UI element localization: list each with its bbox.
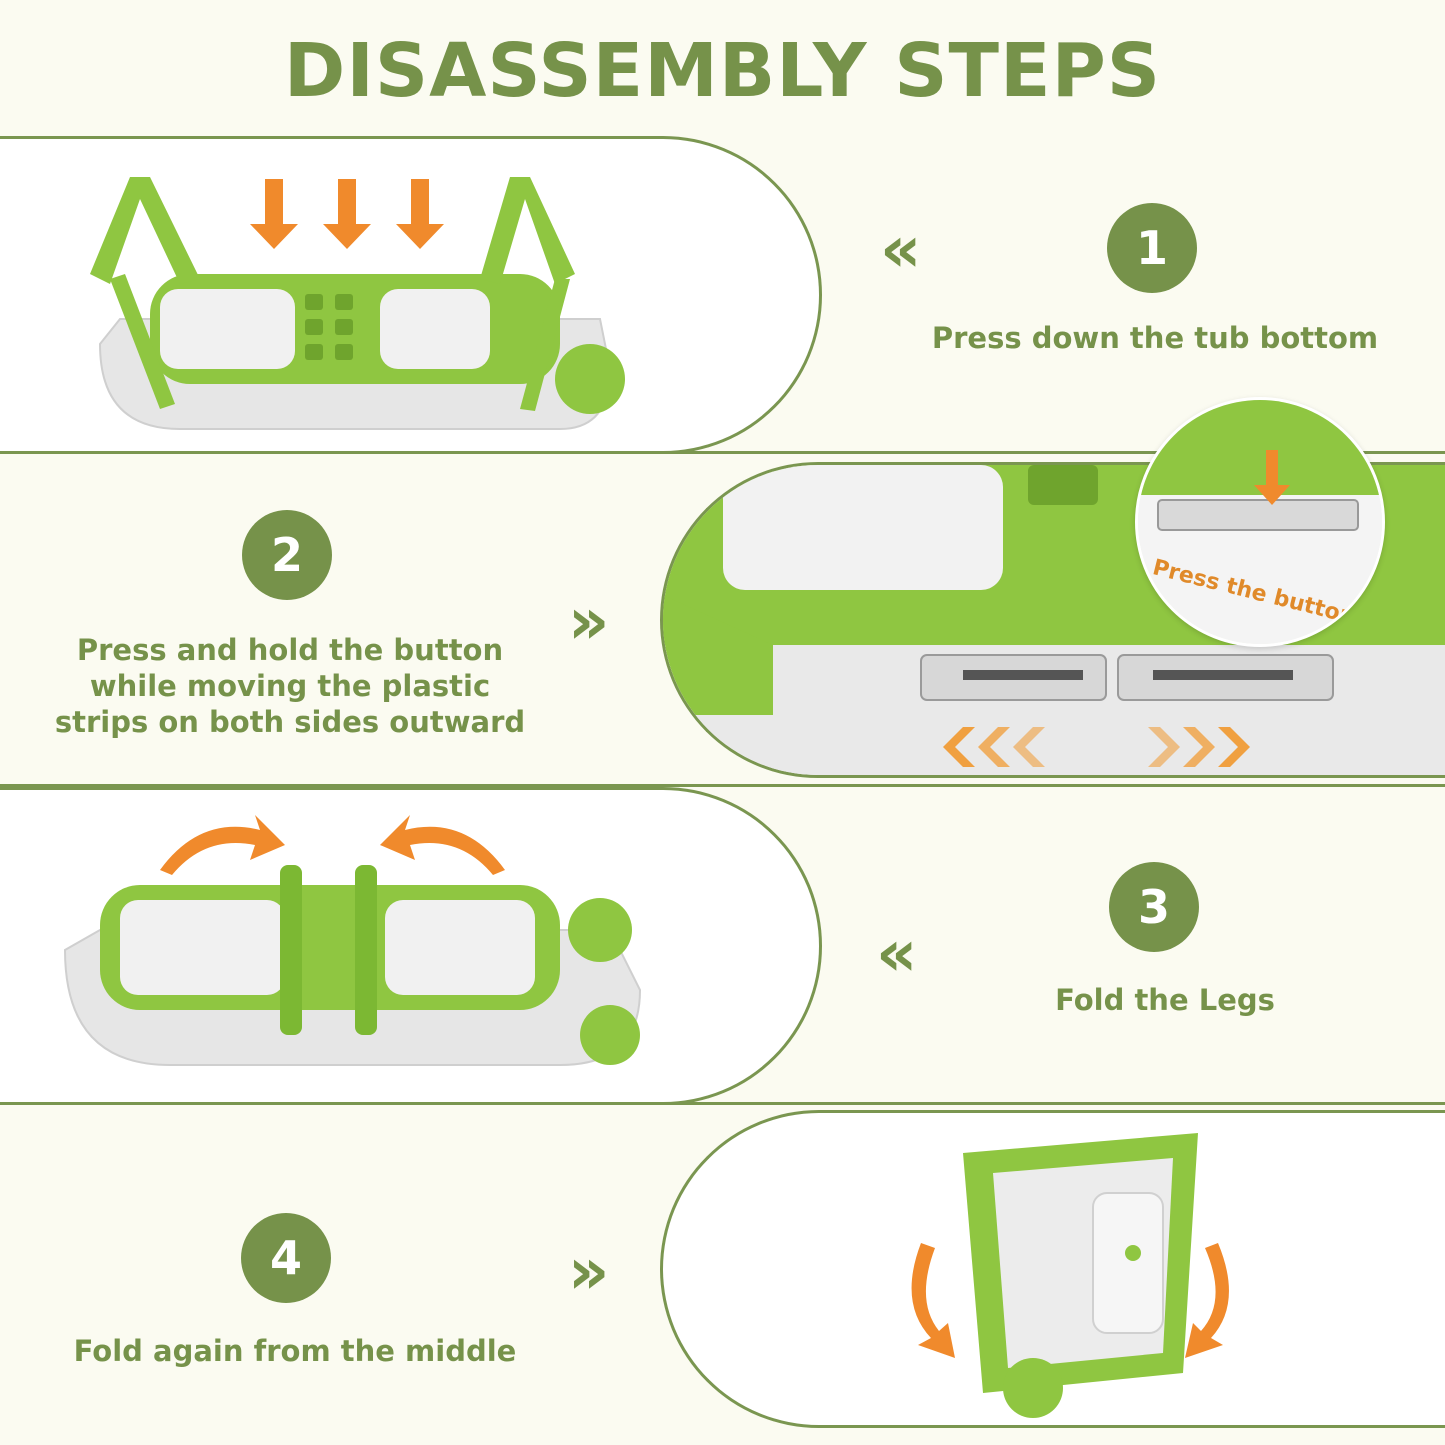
- tub-folded-illustration: [911, 1133, 1229, 1418]
- page-title: DISASSEMBLY STEPS: [283, 28, 1162, 114]
- divider: [0, 451, 1445, 454]
- press-down-arrows: [250, 179, 444, 249]
- step-3-text: Fold the Legs: [1055, 983, 1275, 1017]
- chevron-right-icon: »: [568, 585, 610, 659]
- divider: [0, 1102, 1445, 1105]
- tub-press-illustration: [90, 177, 625, 430]
- button-closeup-illustration: [1138, 400, 1382, 644]
- step-4-image-panel: [660, 1110, 1445, 1428]
- step-2-text-line: Press and hold the button while moving t…: [54, 633, 526, 739]
- fold-arrows: [160, 815, 505, 875]
- chevron-left-icon: «: [880, 213, 922, 287]
- outward-arrows: [943, 727, 1250, 767]
- tub-fold-legs-illustration: [63, 815, 642, 1066]
- step-1-image-panel: [0, 136, 822, 454]
- step-4-text: Fold again from the middle: [73, 1334, 517, 1368]
- chevron-left-icon: «: [876, 917, 918, 991]
- step-number-badge: 1: [1107, 203, 1197, 293]
- chevron-right-icon: »: [568, 1235, 610, 1309]
- step-1-text: Press down the tub bottom: [931, 321, 1379, 355]
- step-number-badge: 3: [1109, 862, 1199, 952]
- zoom-detail-circle: Press the button: [1135, 397, 1385, 647]
- tub-strip-illustration: [663, 465, 1445, 775]
- step-number-badge: 4: [241, 1213, 331, 1303]
- step-number-badge: 2: [242, 510, 332, 600]
- step-2-text: Press and hold the button while moving t…: [40, 632, 540, 740]
- fold-middle-arrows: [911, 1243, 1229, 1358]
- divider: [0, 784, 1445, 787]
- step-3-image-panel: [0, 787, 822, 1105]
